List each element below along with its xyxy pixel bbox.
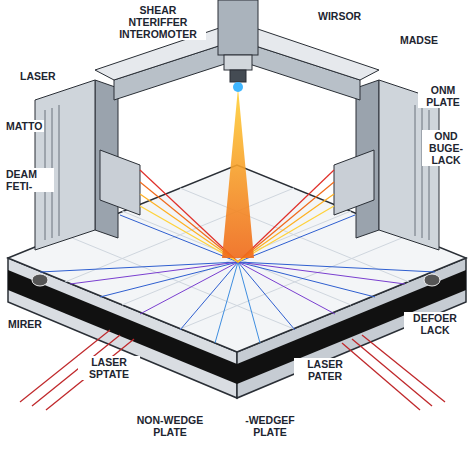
mirror [334,150,374,215]
mirror [100,150,140,215]
port [32,274,48,286]
tower [35,80,95,250]
tower-plates [415,105,429,240]
part-label: SHEAR NTERIFFER INTEROMOTER [110,4,206,40]
part-label: ONM PLATE [418,84,468,108]
part-label: MATTO [4,120,44,132]
part-label: -WEDGEF PLATE [234,414,306,438]
part-label: MADSE [398,34,440,46]
part-label: LASER PATER [294,358,356,382]
part-label: NON-WEDGE PLATE [128,414,212,438]
part-label: LASER SPTATE [78,356,140,380]
part-label: MIRER [6,318,44,330]
part-label: DEFOER LACK [404,312,466,336]
laser-cone [222,88,254,258]
exit-beams [20,330,445,410]
part-label: LASER [18,70,58,82]
part-label: OND BUGE- LACK [422,130,470,166]
nozzle [230,70,246,82]
laser-head [224,55,252,70]
laser-head [218,0,258,55]
laser-spot [233,82,243,92]
part-label: WIRSOR [316,10,363,22]
part-label: DEAM FETI- [4,168,54,192]
port [424,274,440,286]
